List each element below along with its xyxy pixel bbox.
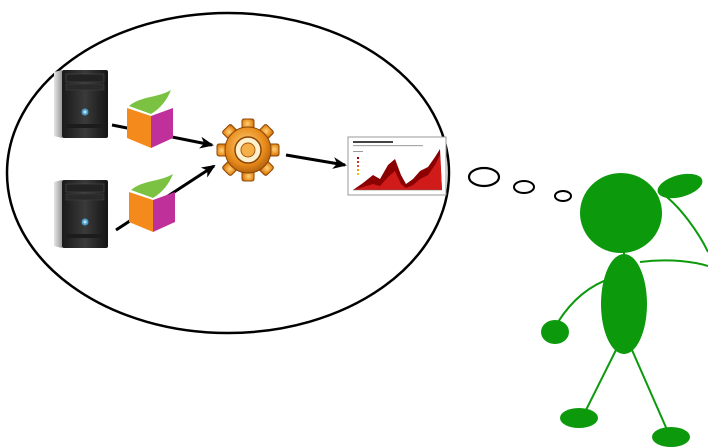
chart-legend: [357, 157, 359, 175]
figure-left-hand: [541, 320, 569, 344]
server-icon: [54, 180, 108, 248]
gear-icon: [216, 118, 280, 182]
figure-right-foot: [652, 427, 690, 447]
figure-raised-hand: [657, 173, 703, 199]
thought-dot-medium: [513, 180, 535, 194]
chart-title-bar: [353, 141, 393, 143]
server-icon: [54, 70, 108, 138]
arrow-gear-to-chart: [285, 153, 347, 169]
chart-thumbnail: [347, 136, 447, 196]
thought-dot-small: [554, 190, 572, 202]
data-cube-icon: [129, 174, 175, 232]
stick-figure: [541, 173, 708, 447]
figure-torso: [601, 254, 647, 354]
figure-head: [580, 173, 662, 253]
chart-subtitle-bar: [353, 145, 423, 147]
data-cube-icon: [127, 90, 173, 148]
chart-area-red: [353, 155, 442, 190]
thought-dot-large: [467, 166, 501, 188]
figure-left-foot: [560, 408, 598, 428]
